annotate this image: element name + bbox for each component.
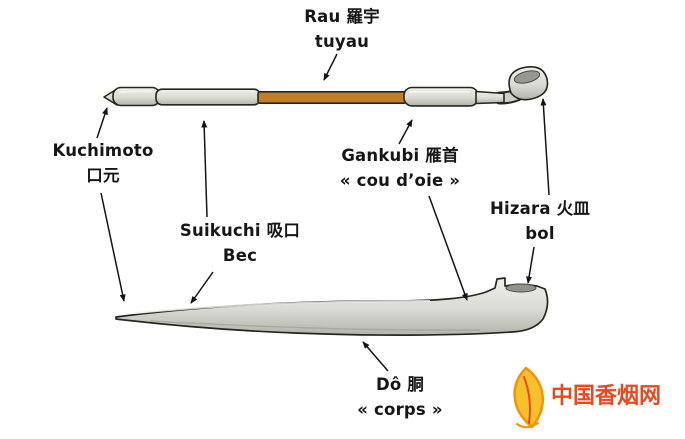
- label-hizara-line2: bol: [525, 223, 555, 243]
- label-kuchimoto: Kuchimoto 口元: [28, 139, 178, 189]
- bottom-pipe-bowl-opening: [505, 283, 537, 293]
- label-gankubi: Gankubi 雁首 « cou d’oie »: [305, 144, 495, 194]
- top-pipe-bowl-opening: [513, 70, 541, 84]
- bottom-pipe-body: [115, 277, 549, 336]
- bottom-pipe: [115, 277, 549, 336]
- arrow-rau: [323, 53, 338, 81]
- arrow-kuchimoto-top: [96, 107, 108, 139]
- label-rau-line2: tuyau: [314, 31, 370, 51]
- label-rau: Rau 羅宇 tuyau: [262, 5, 422, 55]
- arrow-gankubi-top: [398, 119, 413, 145]
- label-hizara: Hizara 火皿 bol: [465, 197, 615, 247]
- label-do-line1: Dô 胴: [375, 375, 425, 394]
- label-kuchimoto-line2: 口元: [86, 165, 120, 185]
- watermark: 中国香烟网: [513, 366, 661, 429]
- top-pipe-gankubi-tube: [475, 90, 505, 105]
- top-pipe: [103, 66, 549, 107]
- label-suikuchi-line1: Suikuchi 吸口: [179, 221, 301, 240]
- label-suikuchi-line2: Bec: [222, 245, 258, 265]
- callout-arrows: [96, 53, 550, 372]
- top-pipe-gankubi-sleeve: [403, 86, 479, 107]
- label-kuchimoto-line1: Kuchimoto: [52, 141, 154, 160]
- label-gankubi-line2: « cou d’oie »: [339, 170, 461, 190]
- label-do: Dô 胴 « corps »: [325, 373, 475, 423]
- top-pipe-mouthpiece: [112, 86, 161, 107]
- label-do-line2: « corps »: [357, 399, 443, 419]
- label-suikuchi: Suikuchi 吸口 Bec: [160, 219, 320, 269]
- label-hizara-line1: Hizara 火皿: [489, 199, 591, 218]
- label-rau-line1: Rau 羅宇: [304, 7, 380, 26]
- label-gankubi-line1: Gankubi 雁首: [341, 146, 459, 165]
- arrow-suikuchi-bottom: [190, 271, 214, 304]
- watermark-text: 中国香烟网: [551, 384, 661, 409]
- arrow-kuchimoto-bottom: [100, 192, 126, 302]
- arrow-hizara-top: [540, 98, 550, 196]
- top-pipe-shank: [155, 88, 261, 106]
- arrow-do: [362, 341, 389, 372]
- top-pipe-bamboo-shaft: [257, 91, 407, 105]
- arrow-suikuchi-top: [201, 120, 208, 218]
- arrow-hizara-bottom: [526, 246, 535, 284]
- arrow-gankubi-bottom: [428, 195, 468, 301]
